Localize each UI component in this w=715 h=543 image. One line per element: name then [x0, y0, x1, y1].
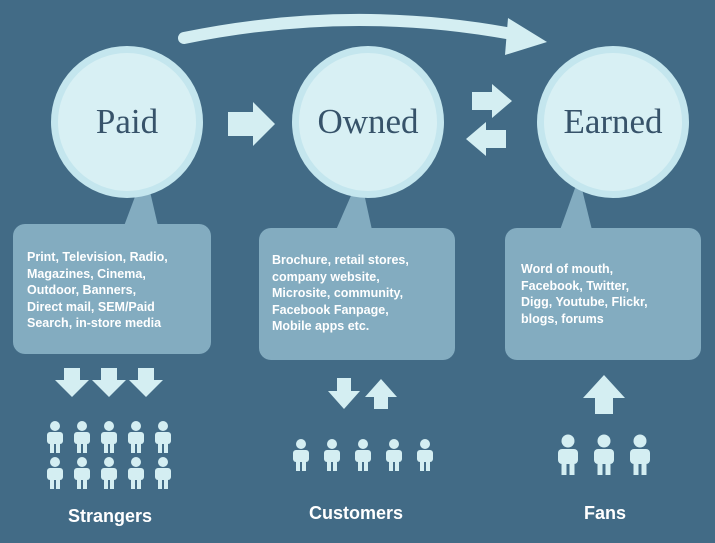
customers-label: Customers [308, 503, 404, 523]
strangers-crowd [47, 421, 171, 489]
person-icon [101, 457, 117, 489]
strangers-label: Strangers [67, 506, 153, 526]
owned-channel-line: company website, [272, 269, 380, 284]
person-icon [630, 434, 650, 475]
customers-crowd [293, 439, 433, 471]
earned-up-arrow-icon [583, 375, 625, 414]
paid-channel-line: Direct mail, SEM/Paid [27, 299, 155, 314]
person-icon [355, 439, 371, 471]
owned-to-earned-arrow-icon [472, 84, 512, 118]
owned-channels-box: Brochure, retail stores, company website… [259, 228, 455, 360]
person-icon [293, 439, 309, 471]
person-icon [128, 421, 144, 453]
person-icon [74, 421, 90, 453]
person-icon [417, 439, 433, 471]
earned-channel-line: Word of mouth, [521, 262, 614, 276]
earned-channel-line: Digg, Youtube, Flickr, [521, 295, 648, 309]
person-icon [74, 457, 90, 489]
paid-channel-line: Outdoor, Banners, [27, 283, 137, 297]
paid-title: Paid [95, 102, 159, 141]
paid-box-tail [124, 170, 158, 226]
paid-channel-line: Magazines, Cinema, [27, 266, 146, 281]
person-icon [47, 457, 63, 489]
paid-circle: Paid [51, 46, 203, 198]
fans-crowd [558, 434, 650, 475]
earned-title: Earned [563, 102, 663, 141]
owned-channel-line: Microsite, community, [272, 286, 404, 300]
person-icon [128, 457, 144, 489]
paid-channel-line: Print, Television, Radio, [27, 250, 168, 264]
person-icon [47, 421, 63, 453]
curved-arrow-icon [178, 13, 518, 44]
owned-up-arrow-icon [365, 379, 397, 409]
owned-channel-line: Mobile apps etc. [272, 319, 370, 333]
down-arrow-icon [129, 368, 163, 397]
earned-box-tail [560, 177, 592, 230]
person-icon [101, 421, 117, 453]
owned-channel-line: Facebook Fanpage, [272, 302, 389, 317]
earned-channels-box: Word of mouth, Facebook, Twitter, Digg, … [505, 228, 701, 360]
person-icon [594, 434, 614, 475]
earned-channel-line: blogs, forums [521, 311, 604, 326]
paid-to-owned-arrow-icon [228, 102, 275, 146]
down-arrow-icon [55, 368, 89, 397]
paid-channels-box: Print, Television, Radio, Magazines, Cin… [13, 224, 211, 354]
down-arrow-icon [92, 368, 126, 397]
person-icon [558, 434, 578, 475]
earned-circle: Earned [537, 46, 689, 198]
person-icon [155, 421, 171, 453]
person-icon [155, 457, 171, 489]
owned-down-arrow-icon [328, 378, 360, 409]
paid-channel-line: Search, in-store media [27, 316, 162, 330]
fans-label: Fans [583, 503, 626, 523]
owned-channel-line: Brochure, retail stores, [272, 253, 409, 267]
earned-channel-line: Facebook, Twitter, [521, 278, 630, 293]
owned-circle: Owned [292, 46, 444, 198]
curved-arrow-head-icon [505, 18, 547, 55]
earned-to-owned-arrow-icon [466, 122, 506, 156]
paid-down-arrows [55, 368, 163, 397]
person-icon [386, 439, 402, 471]
owned-title: Owned [317, 102, 419, 141]
person-icon [324, 439, 340, 471]
